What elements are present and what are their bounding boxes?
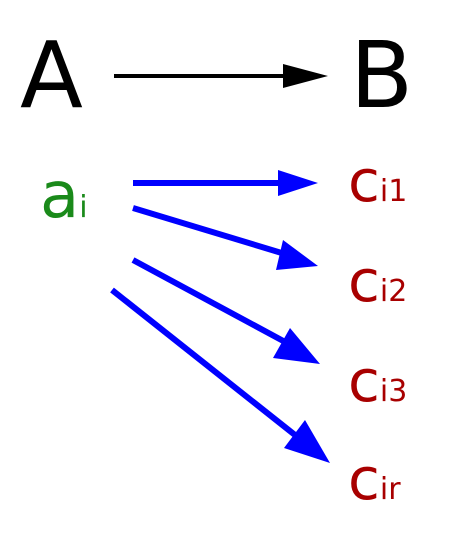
source-base: a [40,159,80,233]
set-arrow-head [283,64,328,88]
target-4-base: c [348,445,380,513]
target-label-4: cir [348,450,401,508]
target-label-3: ci3 [348,352,407,410]
element-arrows [110,170,330,463]
target-3-subscript: i3 [379,374,408,409]
arrow-to-target-1 [133,170,318,196]
arrow-to-target-3 [131,257,320,364]
target-2-base: c [348,247,380,315]
target-1-subscript: i1 [379,174,408,209]
source-subscript: i [79,190,88,225]
source-element-label: ai [40,164,88,228]
set-b-label: B [350,22,414,129]
target-label-2: ci2 [348,252,407,310]
target-3-base: c [348,347,380,415]
arrow-to-target-4 [110,287,330,463]
target-1-base: c [348,147,380,215]
target-label-1: ci1 [348,152,407,210]
set-arrow [114,64,328,88]
target-4-subscript: ir [379,472,401,507]
set-a-label: A [20,22,83,129]
arrow-to-target-2 [132,205,318,270]
target-2-subscript: i2 [379,274,408,309]
